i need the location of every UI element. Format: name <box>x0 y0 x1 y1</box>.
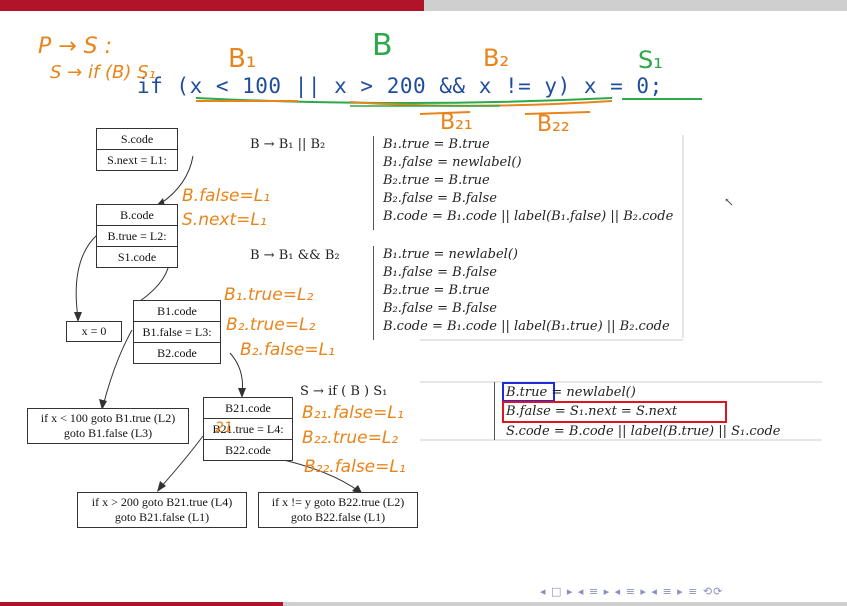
s-code-cell: S.code <box>97 129 177 150</box>
x-assign-text: x = 0 <box>81 324 107 338</box>
source-code-line: if (x < 100 || x > 200 && x != y) x = 0; <box>137 74 663 98</box>
leaf-b21-code: if x > 200 goto B21.true (L4) goto B21.f… <box>77 492 247 528</box>
rule-if-line: S.code = B.code || label(B.true) || S₁.c… <box>506 424 781 439</box>
leaf-b22-line2: goto B22.false (L1) <box>290 510 386 524</box>
annotation-b: B <box>372 28 393 63</box>
leaf-b22-line1: if x != y goto B22.true (L2) <box>271 495 405 509</box>
leaf-b1-line2: goto B1.false (L3) <box>63 426 153 440</box>
b1-code-cell: B1.code <box>134 301 220 322</box>
rule-and-line: B.code = B₁.code || label(B₁.true) || B₂… <box>383 319 670 334</box>
rule-if-line: B.false = S₁.next = S.next <box>506 404 678 419</box>
annotation-p-to-s: P → S : <box>38 34 113 59</box>
rule-and-production: B → B₁ && B₂ <box>250 248 340 263</box>
b2-code-cell: B2.code <box>157 346 197 360</box>
leaf-b21-line2: goto B21.false (L1) <box>114 510 210 524</box>
slide-navigation-bar[interactable]: ◂ □ ▸ ◂ ≡ ▸ ◂ ≡ ▸ ◂ ≡ ▸ ≡ ⟲⟳ <box>540 585 724 598</box>
top-accent-bar <box>0 0 424 11</box>
annotation-snext: S.next=L₁ <box>182 210 267 230</box>
mouse-cursor-icon: ↖ <box>724 195 735 209</box>
rule-or-line: B.code = B₁.code || label(B₁.false) || B… <box>383 209 674 224</box>
rule-if-production: S → if ( B ) S₁ <box>300 384 388 399</box>
leaf-b22-code: if x != y goto B22.true (L2) goto B22.fa… <box>258 492 418 528</box>
annotation-b2: B₂ <box>483 44 510 72</box>
rule-or-production: B → B₁ || B₂ <box>250 137 326 152</box>
x-assign-node: x = 0 <box>66 321 122 342</box>
rule-and-actions: B₁.true = newlabel() B₁.false = B.false … <box>383 246 670 336</box>
rule-or-line: B₂.false = B.false <box>383 191 497 206</box>
b21-true-cell: B21.true = L4: <box>204 419 292 440</box>
annotation-b2true: B₂.true=L₂ <box>226 315 316 335</box>
annotation-b22: B₂₂ <box>537 112 570 137</box>
annotation-b21-small: 21 <box>215 420 233 436</box>
leaf-b21-line1: if x > 200 goto B21.true (L4) <box>91 495 233 509</box>
rule-and-line: B₂.false = B.false <box>383 301 497 316</box>
annotation-b21false: B₂₁.false=L₁ <box>302 403 404 423</box>
annotation-bfalse: B.false=L₁ <box>182 186 271 206</box>
annotation-b2false: B₂.false=L₁ <box>240 340 335 360</box>
bottom-progress-bar <box>283 602 847 606</box>
rule-or-divider <box>373 136 374 230</box>
rule-or-actions: B₁.true = B.true B₁.false = newlabel() B… <box>383 136 673 226</box>
s-node: S.code S.next = L1: <box>96 128 178 171</box>
annotation-s1: S₁ <box>638 46 663 74</box>
annotation-b22false: B₂₂.false=L₁ <box>304 457 406 477</box>
b21-code-cell: B21.code <box>204 398 292 419</box>
bottom-accent-bar <box>0 602 283 606</box>
b-node: B.code B.true = L2: S1.code <box>96 204 178 268</box>
b-true-cell: B.true = L2: <box>97 226 177 247</box>
annotation-s-if: S → if (B) S₁ <box>50 62 156 83</box>
rule-if-actions: B.true = newlabel() B.false = S₁.next = … <box>506 383 781 442</box>
annotation-b1: B₁ <box>228 44 257 74</box>
b21-node: B21.code B21.true = L4: B22.code <box>203 397 293 461</box>
s1-code-cell: S1.code <box>117 250 157 264</box>
rule-and-divider <box>373 246 374 340</box>
rule-if-line: B.true = newlabel() <box>506 385 636 400</box>
rule-or-line: B₁.false = newlabel() <box>383 155 522 170</box>
rule-if-divider <box>494 382 495 440</box>
annotation-b1true: B₁.true=L₂ <box>224 285 314 305</box>
b22-code-cell: B22.code <box>225 443 271 457</box>
b-code-cell: B.code <box>97 205 177 226</box>
b1-false-cell: B1.false = L3: <box>134 322 220 343</box>
annotation-b22true: B₂₂.true=L₂ <box>302 428 399 448</box>
leaf-b1-line1: if x < 100 goto B1.true (L2) <box>40 411 176 425</box>
rule-and-line: B₂.true = B.true <box>383 283 490 298</box>
annotation-b21: B₂₁ <box>440 110 473 135</box>
rule-or-line: B₂.true = B.true <box>383 173 490 188</box>
top-progress-bar <box>424 0 847 11</box>
rule-and-line: B₁.false = B.false <box>383 265 497 280</box>
leaf-b1-code: if x < 100 goto B1.true (L2) goto B1.fal… <box>27 408 189 444</box>
rule-or-line: B₁.true = B.true <box>383 137 490 152</box>
rule-and-line: B₁.true = newlabel() <box>383 247 518 262</box>
b1-node: B1.code B1.false = L3: B2.code <box>133 300 221 364</box>
s-next-cell: S.next = L1: <box>107 153 167 167</box>
